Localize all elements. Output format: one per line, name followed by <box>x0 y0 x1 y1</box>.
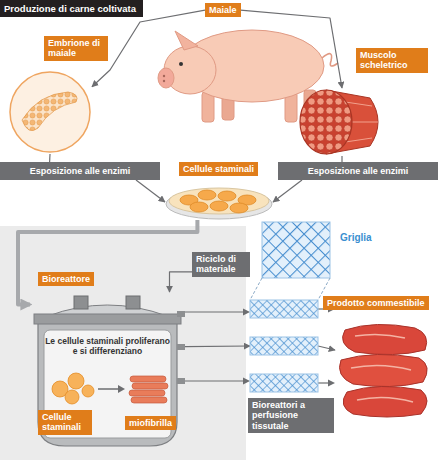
node-text: Esposizione alle enzimi <box>308 166 409 176</box>
flow-arrow <box>318 346 335 350</box>
grid-label: Griglia <box>340 232 372 244</box>
node-text: Muscolo scheletrico <box>356 48 428 73</box>
process-band: Esposizione alle enzimi <box>0 162 160 180</box>
panel <box>0 226 246 460</box>
node-text: miofibrilla <box>129 418 172 428</box>
flow-arrow <box>185 345 250 347</box>
process-note: Le cellule staminali proliferano e si di… <box>42 334 173 358</box>
edible-product: Prodotto commestibile <box>335 320 432 420</box>
flow-arrow <box>136 180 165 202</box>
flow-arrow <box>273 180 302 202</box>
fibre-tag: miofibrilla <box>125 416 176 430</box>
flow-arrow <box>92 10 205 87</box>
embryo-drawing <box>8 70 92 154</box>
node-text: Riciclo di materiale <box>196 254 246 275</box>
cell-tag: Cellule staminali <box>38 410 92 435</box>
meat-product <box>335 320 432 420</box>
node-text: Maiale <box>209 5 237 15</box>
muscle-section: Muscolo scheletrico <box>298 88 386 156</box>
title: Produzione di carne coltivata <box>0 0 143 17</box>
node-text: Prodotto commestibile <box>323 296 429 310</box>
node-text: Bioreattori a perfusione tissutale <box>248 398 334 433</box>
muscle-drawing <box>298 88 386 156</box>
recycle-tag: Riciclo di materiale <box>192 252 250 277</box>
node-text: Le cellule staminali proliferano e si di… <box>45 336 170 356</box>
node-text: Bioreattore <box>38 272 94 286</box>
perfusion-grids <box>250 300 318 392</box>
flow-arrow <box>18 220 197 305</box>
bioreactor: BioreattoreLe cellule staminali prolifer… <box>30 292 185 448</box>
flow-arrow <box>170 272 193 292</box>
flow-arrow <box>49 154 51 162</box>
perfusion-bioreactors: Bioreattori a perfusione tissutale <box>250 300 318 392</box>
node-text: Esposizione alle enzimi <box>30 166 131 176</box>
petri-dish-node: Cellule staminali <box>165 184 273 220</box>
petri-dish <box>165 184 273 220</box>
embryo-circle: Embrione di maiale <box>8 70 92 154</box>
node-text: Cellule staminali <box>179 162 258 176</box>
node-text: Embrione di maiale <box>44 36 108 61</box>
node-text: Cellule staminali <box>42 412 88 433</box>
process-band: Esposizione alle enzimi <box>278 162 438 180</box>
flow-arrow <box>241 10 343 88</box>
animal-tag: Maiale <box>205 3 241 17</box>
grid-zoom <box>250 222 330 300</box>
